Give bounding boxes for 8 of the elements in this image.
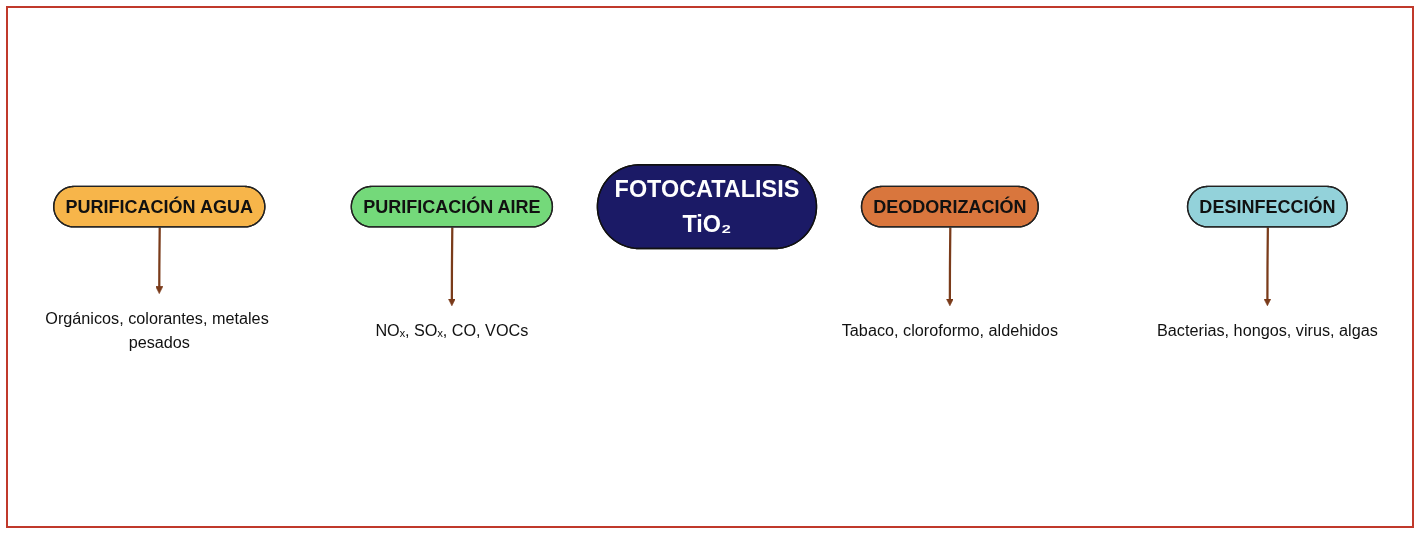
arrow	[155, 227, 164, 294]
arrow	[945, 227, 954, 307]
node-text: NOₓ, SOₓ, CO, VOCs	[375, 321, 529, 340]
arrow	[1263, 227, 1272, 307]
arrow	[447, 227, 456, 307]
node-text: Orgánicos, colorantes, metales pesados	[45, 309, 269, 353]
node-text: Bacterias, hongos, virus, algas	[1157, 321, 1378, 340]
node-text: Tabaco, cloroformo, aldehidos	[841, 321, 1058, 340]
